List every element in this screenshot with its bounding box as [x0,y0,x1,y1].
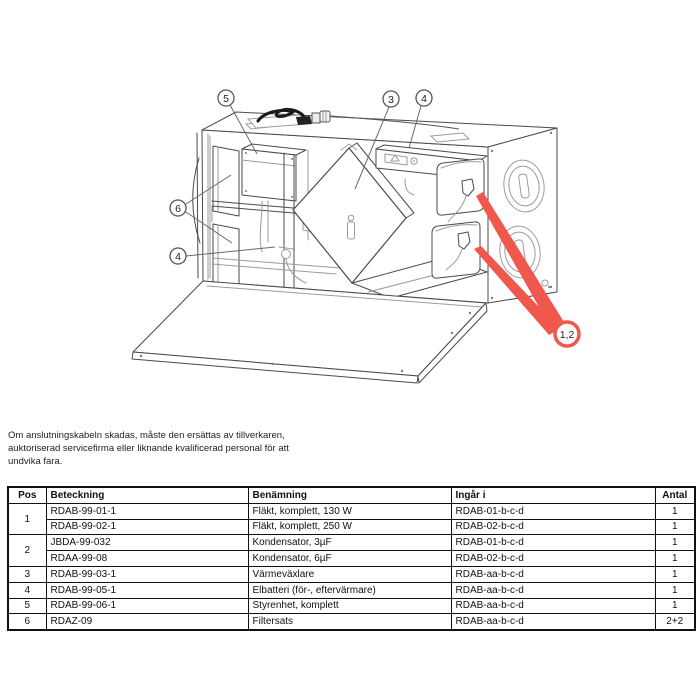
cell-pos: 1 [7,502,47,536]
cell-beteckning: RDAB-99-06-1 [45,597,249,615]
red-arrow-lower [474,246,560,335]
col-header-antal: Antal [654,486,696,504]
interior-parts [207,133,488,299]
fan-lower [431,221,481,279]
heat-exchanger [292,142,415,284]
table-row: 4 RDAB-99-05-1 Elbatteri (för-, eftervär… [7,581,696,599]
cell-antal: 1 [654,518,696,536]
svg-text:4: 4 [175,251,181,263]
table-row: 1 RDAB-99-01-1 Fläkt, komplett, 130 W RD… [7,502,696,536]
col-header-pos: Pos [7,486,47,504]
table-row: RDAB-99-02-1 Fläkt, komplett, 250 W RDAB… [8,518,696,536]
cell-benamning: Värmeväxlare [247,565,452,583]
cell-benamning: Elbatteri (för-, eftervärmare) [247,581,452,599]
warning-line: auktoriserad servicefirma eller liknande… [8,443,289,454]
callout-5: 5 [217,89,258,155]
table-row: 3 RDAB-99-03-1 Värmeväxlare RDAB-aa-b-c-… [7,565,696,583]
cell-pos: 4 [7,581,47,599]
cell-benamning: Filtersats [247,613,452,631]
cell-antal: 1 [654,534,696,552]
cell-antal: 1 [654,565,696,583]
svg-text:3: 3 [388,94,394,106]
callout-6: 6 [169,174,233,244]
cell-beteckning: RDAA-99-08 [45,550,249,567]
cell-pos: 2 [7,534,47,567]
cell-benamning: Kondensator, 3µF [247,534,452,552]
cell-benamning: Fläkt, komplett, 250 W [247,518,452,536]
svg-text:4: 4 [421,93,427,105]
table-row: RDAA-99-08 Kondensator, 6µF RDAB-02-b-c-… [8,550,696,567]
cell-antal: 1 [654,502,696,520]
duct-collars [490,131,553,300]
cell-pos: 6 [7,613,47,631]
cell-benamning: Fläkt, komplett, 130 W [247,502,452,520]
cell-ingar-i: RDAB-aa-b-c-d [450,597,656,615]
callouts: 5 3 4 6 4 [169,89,433,265]
cell-ingar-i: RDAB-01-b-c-d [450,534,656,552]
cell-ingar-i: RDAB-01-b-c-d [450,502,656,520]
col-header-benamning: Benämning [247,486,452,504]
cell-beteckning: JBDA-99-032 [45,534,249,552]
cell-beteckning: RDAB-99-01-1 [45,502,249,520]
control-unit [241,143,307,202]
red-arrow-upper [476,192,564,330]
fan-callout-red: 1,2 [474,192,581,348]
cell-antal: 1 [654,597,696,615]
warning-line: undvika fara. [8,456,63,467]
table-row: 6 RDAZ-09 Filtersats RDAB-aa-b-c-d 2+2 [7,613,696,631]
cell-benamning: Kondensator, 6µF [247,550,452,567]
cell-antal: 2+2 [654,613,696,631]
cell-ingar-i: RDAB-02-b-c-d [450,550,656,567]
svg-text:6: 6 [175,203,181,215]
power-cable [246,108,460,130]
parts-table: Pos Beteckning Benämning Ingår i Antal 1… [7,486,696,632]
callout-4-top: 4 [408,89,433,149]
cell-antal: 1 [654,581,696,599]
open-door [131,280,488,384]
cell-beteckning: RDAB-99-02-1 [45,518,249,536]
cell-ingar-i: RDAB-aa-b-c-d [450,613,656,631]
cell-beteckning: RDAB-99-05-1 [45,581,249,599]
cell-ingar-i: RDAB-aa-b-c-d [450,565,656,583]
table-header-row: Pos Beteckning Benämning Ingår i Antal [7,486,696,504]
col-header-ingar-i: Ingår i [450,486,656,504]
callout-3: 3 [354,90,400,190]
col-header-beteckning: Beteckning [45,486,249,504]
callout-4-bottom: 4 [169,246,276,265]
cell-antal: 1 [654,550,696,567]
table-row: 5 RDAB-99-06-1 Styrenhet, komplett RDAB-… [7,597,696,615]
cell-ingar-i: RDAB-02-b-c-d [450,518,656,536]
svg-text:5: 5 [223,93,229,105]
table-row: 2 JBDA-99-032 Kondensator, 3µF RDAB-01-b… [7,534,696,567]
filter-upper [212,145,240,217]
cell-ingar-i: RDAB-aa-b-c-d [450,581,656,599]
duct-collar-upper [503,159,545,213]
red-callout-circle [553,320,581,348]
cable-gland [311,110,331,124]
cell-beteckning: RDAB-99-03-1 [45,565,249,583]
cell-benamning: Styrenhet, komplett [247,597,452,615]
exploded-diagram: 1,2 5 3 4 6 [131,89,581,384]
warning-text: Om anslutningskabeln skadas, måste den e… [8,429,428,468]
warning-line: Om anslutningskabeln skadas, måste den e… [8,430,285,441]
cell-beteckning: RDAZ-09 [45,613,249,631]
cell-pos: 5 [7,597,47,615]
callout-label-1-2: 1,2 [560,329,575,341]
capacitor [278,246,307,284]
cell-pos: 3 [7,565,47,583]
